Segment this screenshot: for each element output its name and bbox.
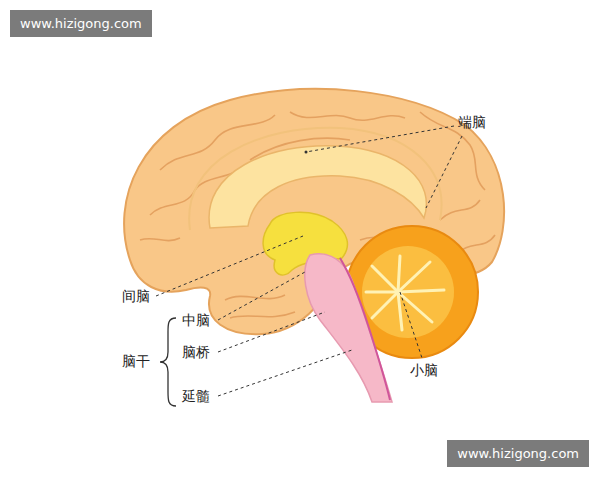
leader-dot — [305, 151, 308, 154]
watermark-box: www.hizigong.com — [447, 440, 589, 467]
fourth-ventricle-line — [340, 258, 390, 400]
watermark-text: www.hizigong.com — [20, 16, 142, 31]
part-label: 脑桥 — [182, 344, 210, 361]
brace — [160, 318, 176, 406]
part-label: 延髓 — [182, 388, 210, 405]
group-label: 脑干 — [122, 353, 150, 370]
arbor-vitae — [366, 256, 444, 330]
part-label: 端脑 — [458, 114, 486, 131]
watermark-text: www.hizigong.com — [457, 446, 579, 461]
watermark-box: www.hizigong.com — [10, 10, 152, 37]
brainstem — [305, 254, 392, 402]
part-label: 小脑 — [410, 362, 438, 379]
part-label: 中脑 — [182, 312, 210, 329]
cerebellum-inner — [362, 246, 454, 338]
leader-lines — [156, 126, 462, 396]
part-label: 间脑 — [122, 288, 150, 305]
